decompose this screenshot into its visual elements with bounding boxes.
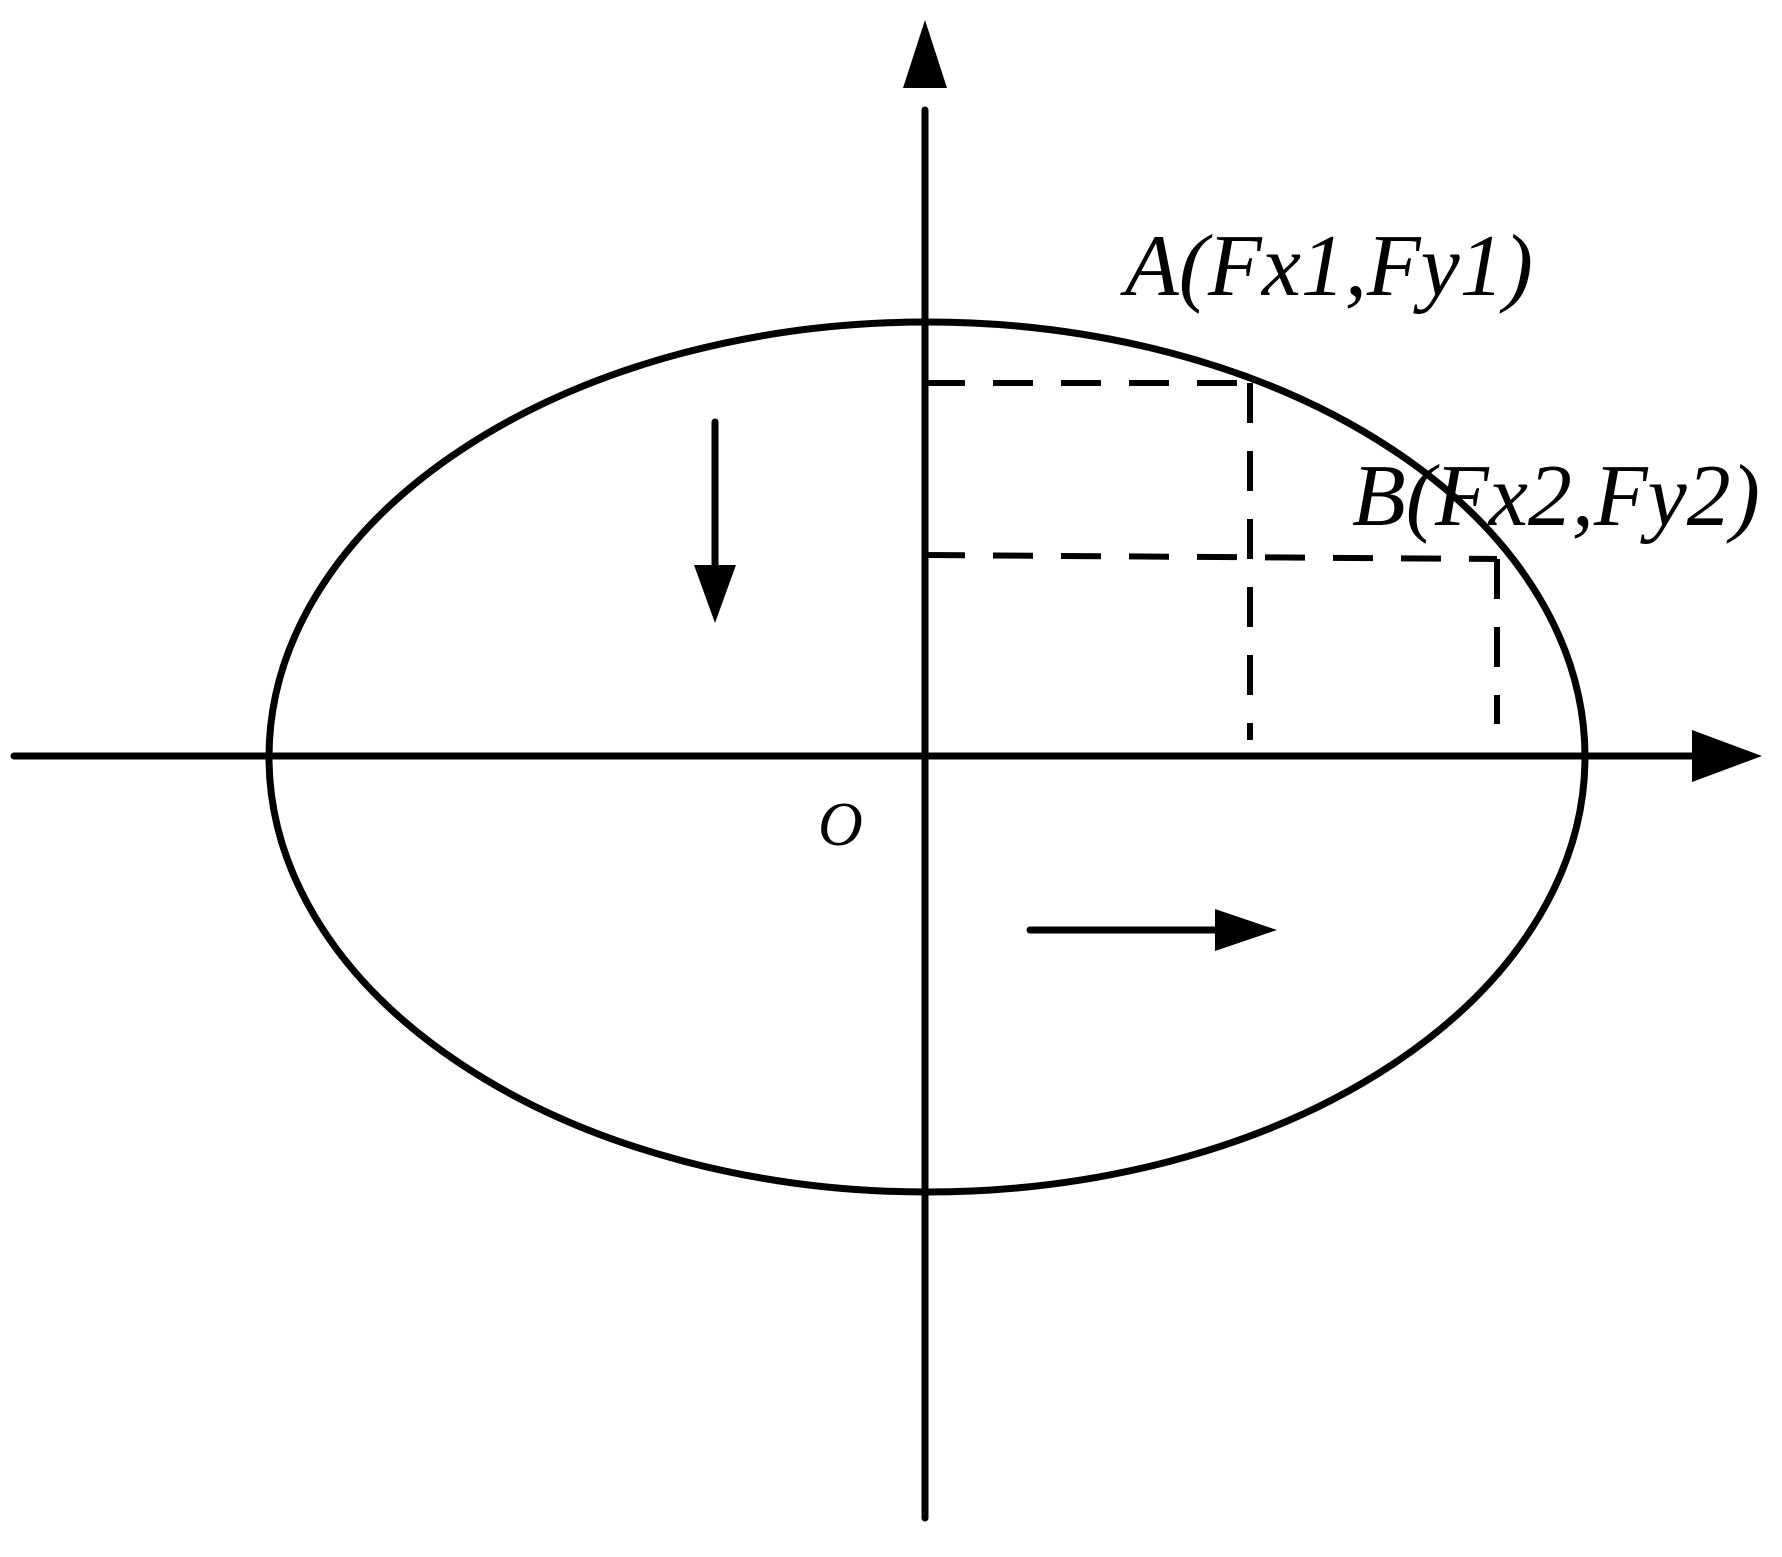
origin-label: O bbox=[818, 791, 863, 859]
point-a-projections bbox=[925, 380, 1253, 740]
down-arrow bbox=[694, 418, 736, 623]
point-b-horizontal-dash bbox=[924, 552, 1498, 562]
x-axis-arrow-icon bbox=[1692, 730, 1762, 782]
right-arrow bbox=[1026, 909, 1277, 951]
friction-ellipse bbox=[265, 318, 1589, 1196]
point-a-label: A(Fx1,Fy1) bbox=[1120, 218, 1533, 315]
y-axis-arrow-icon bbox=[903, 20, 947, 88]
point-b-label: B(Fx2,Fy2) bbox=[1352, 448, 1760, 545]
right-arrow-icon bbox=[1215, 909, 1277, 951]
y-axis bbox=[903, 20, 947, 1522]
x-axis bbox=[10, 730, 1762, 782]
down-arrow-icon bbox=[694, 565, 736, 623]
point-b-projections bbox=[924, 552, 1500, 724]
